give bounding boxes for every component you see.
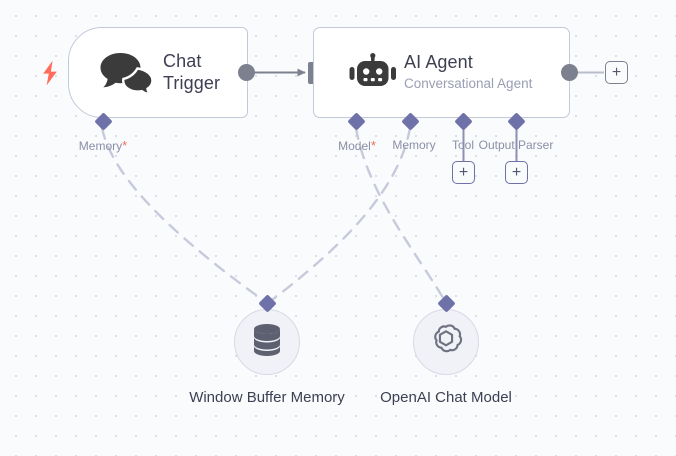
- lightning-bolt-icon: [40, 60, 60, 86]
- openai-logo-icon: [428, 322, 464, 363]
- chat-trigger-text: Chat Trigger: [163, 51, 225, 95]
- node-openai-chat-model[interactable]: [413, 309, 479, 375]
- node-chat-trigger[interactable]: Chat Trigger: [68, 27, 248, 118]
- add-node-after-agent-button[interactable]: +: [605, 61, 628, 84]
- port-label-text: Memory: [78, 139, 123, 153]
- node-ai-agent[interactable]: AI Agent Conversational Agent: [313, 27, 570, 118]
- ai-agent-text: AI Agent Conversational Agent: [404, 52, 532, 93]
- ai-agent-subtitle: Conversational Agent: [404, 76, 533, 92]
- edge-chat-trigger-memory-to-window-buffer-memory: [100, 126, 269, 305]
- ai-agent-tool-port-label: Tool: [451, 138, 475, 152]
- chat-bubbles-icon: [91, 51, 163, 95]
- node-window-buffer-memory[interactable]: [234, 309, 300, 375]
- ai-agent-memory-port-label: Memory: [392, 138, 436, 152]
- port-label-text: Model: [338, 139, 371, 153]
- openai-chat-model-label: OpenAI Chat Model: [380, 389, 512, 406]
- add-tool-button[interactable]: +: [452, 161, 475, 184]
- ai-agent-output-parser-port-label: Output Parser: [478, 138, 554, 152]
- ai-agent-title: AI Agent: [404, 52, 473, 73]
- chat-trigger-memory-port-label: Memory*: [79, 138, 127, 153]
- chat-trigger-title: Chat Trigger: [163, 50, 221, 93]
- ai-agent-output-port[interactable]: [561, 64, 578, 81]
- chat-trigger-output-port[interactable]: [238, 64, 255, 81]
- required-star-icon: *: [370, 138, 376, 153]
- window-buffer-memory-label: Window Buffer Memory: [189, 389, 345, 406]
- edge-ai-agent-model-to-openai-chat-model: [354, 126, 448, 305]
- database-icon: [252, 323, 282, 362]
- ai-agent-model-port-label: Model*: [338, 138, 376, 153]
- robot-icon: [342, 52, 404, 93]
- required-star-icon: *: [122, 138, 128, 153]
- edge-ai-agent-memory-to-window-buffer-memory: [266, 126, 412, 305]
- add-output-parser-button[interactable]: +: [505, 161, 528, 184]
